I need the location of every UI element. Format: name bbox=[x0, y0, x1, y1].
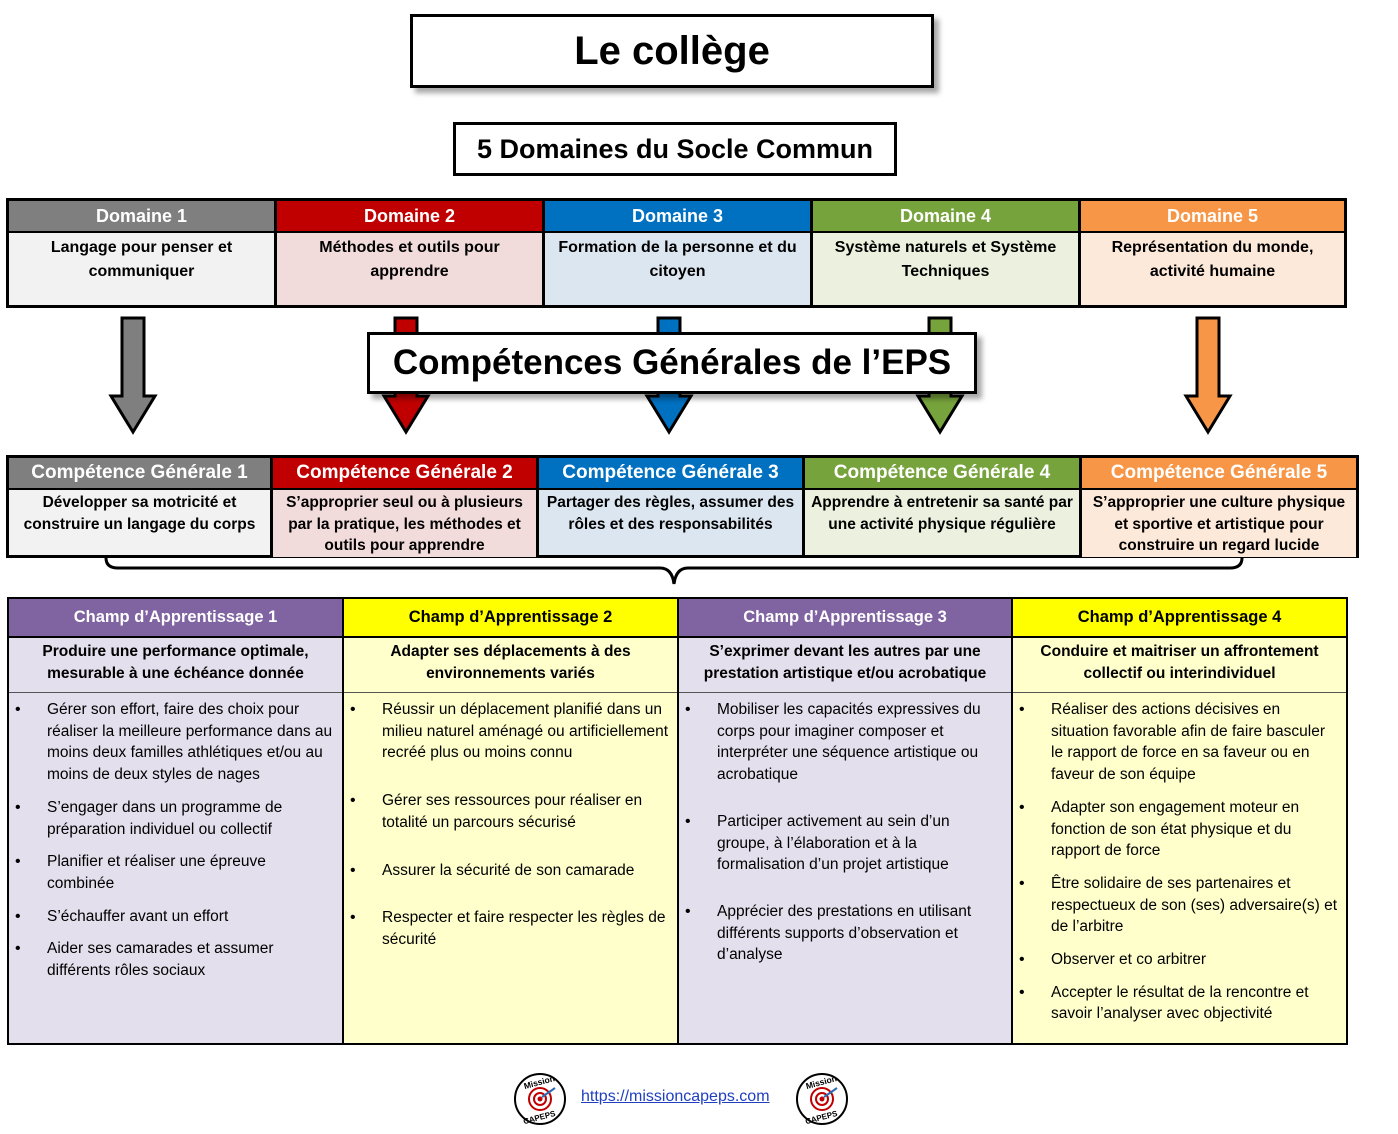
competence-4-cell: Compétence Générale 4 Apprendre à entret… bbox=[805, 458, 1082, 555]
list-item: Aider ses camarades et assumer différent… bbox=[9, 938, 336, 981]
champ-1-header: Champ d’Apprentissage 1 bbox=[9, 599, 342, 638]
competences-title: Compétences Générales de l’EPS bbox=[367, 332, 977, 394]
list-item: Mobiliser les capacités expressives du c… bbox=[679, 699, 1005, 786]
domaine-1-text: Langage pour penser et communiquer bbox=[9, 233, 274, 305]
list-item: Gérer ses ressources pour réaliser en to… bbox=[344, 790, 671, 833]
competence-2-cell: Compétence Générale 2 S’approprier seul … bbox=[273, 458, 539, 557]
competence-4-label: Compétence Générale 4 bbox=[805, 458, 1079, 490]
champ-1-column: Champ d’Apprentissage 1 Produire une per… bbox=[9, 599, 344, 1043]
competence-2-label: Compétence Générale 2 bbox=[273, 458, 536, 490]
champ-3-list: Mobiliser les capacités expressives du c… bbox=[679, 693, 1011, 1043]
domaine-2-cell: Domaine 2 Méthodes et outils pour appren… bbox=[277, 201, 545, 305]
domaine-3-text: Formation de la personne et du citoyen bbox=[545, 233, 810, 305]
competence-3-text: Partager des règles, assumer des rôles e… bbox=[539, 490, 802, 555]
champ-2-list: Réussir un déplacement planifié dans un … bbox=[344, 693, 677, 1043]
champ-4-header: Champ d’Apprentissage 4 bbox=[1013, 599, 1346, 638]
domaine-5-text: Représentation du monde, activité humain… bbox=[1081, 233, 1344, 305]
champ-2-subtitle: Adapter ses déplacements à des environne… bbox=[344, 638, 677, 693]
list-item: Apprécier des prestations en utilisant d… bbox=[679, 901, 1005, 966]
competence-5-label: Compétence Générale 5 bbox=[1082, 458, 1356, 490]
competence-1-cell: Compétence Générale 1 Développer sa motr… bbox=[9, 458, 273, 555]
champs-grid: Champ d’Apprentissage 1 Produire une per… bbox=[7, 597, 1348, 1045]
list-item: Participer activement au sein d’un group… bbox=[679, 811, 1005, 876]
competence-3-label: Compétence Générale 3 bbox=[539, 458, 802, 490]
competence-2-text: S’approprier seul ou à plusieurs par la … bbox=[273, 490, 536, 557]
domaine-2-label: Domaine 2 bbox=[277, 201, 542, 233]
champ-1-subtitle: Produire une performance optimale, mesur… bbox=[9, 638, 342, 693]
down-arrow-icon bbox=[1183, 316, 1233, 435]
domaine-1-cell: Domaine 1 Langage pour penser et communi… bbox=[9, 201, 277, 305]
page-title: Le collège bbox=[410, 14, 934, 88]
domaine-4-text: Système naturels et Système Techniques bbox=[813, 233, 1078, 305]
list-item: Assurer la sécurité de son camarade bbox=[344, 860, 671, 882]
competence-1-text: Développer sa motricité et construire un… bbox=[9, 490, 270, 555]
competence-3-cell: Compétence Générale 3 Partager des règle… bbox=[539, 458, 805, 555]
list-item: Réussir un déplacement planifié dans un … bbox=[344, 699, 671, 764]
champ-2-header: Champ d’Apprentissage 2 bbox=[344, 599, 677, 638]
list-item: Être solidaire de ses partenaires et res… bbox=[1013, 873, 1340, 938]
brace-icon bbox=[104, 557, 1244, 585]
down-arrow-icon bbox=[108, 316, 158, 435]
champ-3-header: Champ d’Apprentissage 3 bbox=[679, 599, 1011, 638]
champ-4-column: Champ d’Apprentissage 4 Conduire et mait… bbox=[1013, 599, 1346, 1043]
competence-5-cell: Compétence Générale 5 S’approprier une c… bbox=[1082, 458, 1356, 557]
domaine-5-label: Domaine 5 bbox=[1081, 201, 1344, 233]
mission-capeps-logo-icon: Mission CAPEPS bbox=[796, 1073, 848, 1126]
list-item: Adapter son engagement moteur en fonctio… bbox=[1013, 797, 1340, 862]
list-item: Réaliser des actions décisives en situat… bbox=[1013, 699, 1340, 786]
domaine-2-text: Méthodes et outils pour apprendre bbox=[277, 233, 542, 305]
list-item: Observer et co arbitrer bbox=[1013, 949, 1340, 971]
domaine-5-cell: Domaine 5 Représentation du monde, activ… bbox=[1081, 201, 1344, 305]
list-item: Respecter et faire respecter les règles … bbox=[344, 907, 671, 950]
list-item: Planifier et réaliser une épreuve combin… bbox=[9, 851, 336, 894]
domaines-row: Domaine 1 Langage pour penser et communi… bbox=[6, 198, 1347, 308]
domaine-4-label: Domaine 4 bbox=[813, 201, 1078, 233]
mission-capeps-logo-icon: Mission CAPEPS bbox=[514, 1073, 566, 1126]
champ-3-column: Champ d’Apprentissage 3 S’exprimer devan… bbox=[679, 599, 1013, 1043]
domaine-4-cell: Domaine 4 Système naturels et Système Te… bbox=[813, 201, 1081, 305]
champ-3-subtitle: S’exprimer devant les autres par une pre… bbox=[679, 638, 1011, 693]
champ-4-subtitle: Conduire et maitriser un affrontement co… bbox=[1013, 638, 1346, 693]
list-item: S’échauffer avant un effort bbox=[9, 906, 336, 928]
champ-4-list: Réaliser des actions décisives en situat… bbox=[1013, 693, 1346, 1043]
list-item: Accepter le résultat de la rencontre et … bbox=[1013, 982, 1340, 1025]
competence-1-label: Compétence Générale 1 bbox=[9, 458, 270, 490]
domaine-1-label: Domaine 1 bbox=[9, 201, 274, 233]
domaine-3-cell: Domaine 3 Formation de la personne et du… bbox=[545, 201, 813, 305]
domaines-title: 5 Domaines du Socle Commun bbox=[453, 122, 897, 176]
footer-link[interactable]: https://missioncapeps.com bbox=[581, 1088, 770, 1105]
competences-row: Compétence Générale 1 Développer sa motr… bbox=[6, 455, 1359, 558]
list-item: Gérer son effort, faire des choix pour r… bbox=[9, 699, 336, 786]
competence-5-text: S’approprier une culture physique et spo… bbox=[1082, 490, 1356, 557]
list-item: S’engager dans un programme de préparati… bbox=[9, 797, 336, 840]
footer: Mission CAPEPS https://missioncapeps.com… bbox=[0, 1072, 1398, 1130]
champ-1-list: Gérer son effort, faire des choix pour r… bbox=[9, 693, 342, 1043]
champ-2-column: Champ d’Apprentissage 2 Adapter ses dépl… bbox=[344, 599, 679, 1043]
competence-4-text: Apprendre à entretenir sa santé par une … bbox=[805, 490, 1079, 555]
domaine-3-label: Domaine 3 bbox=[545, 201, 810, 233]
